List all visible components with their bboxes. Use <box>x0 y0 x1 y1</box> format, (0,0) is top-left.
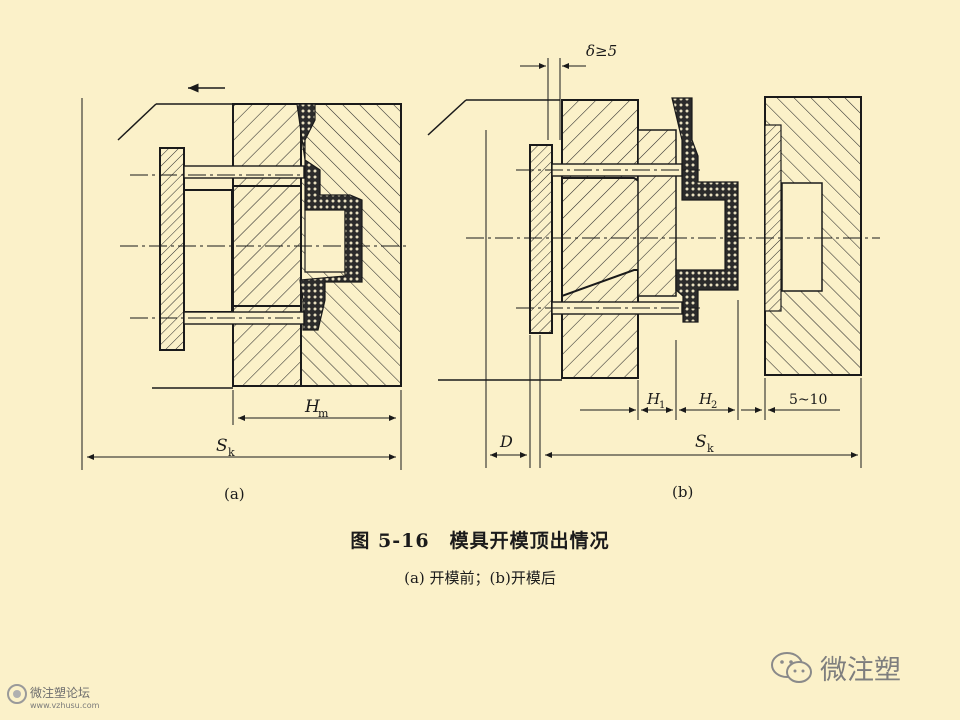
panel-b-label: (b) <box>672 483 693 501</box>
figure-subtitle: (a) 开模前；(b)开模后 <box>404 569 556 587</box>
panel-b-sk-sub: k <box>707 442 714 455</box>
panel-b-h2-letter: H <box>698 390 713 408</box>
panel-b-h1-letter: H <box>646 390 661 408</box>
panel-a-sk-sub: k <box>228 446 235 459</box>
forum-logo-icon <box>7 684 27 704</box>
panel-b-h2-sub: 2 <box>711 400 717 411</box>
forum-url: www.vzhusu.com <box>30 701 100 710</box>
wechat-icon <box>771 651 812 683</box>
brand-watermark-text: 微注塑 <box>820 655 901 686</box>
panel-a-label: (a) <box>224 485 245 503</box>
panel-b <box>427 58 880 468</box>
panel-a-sk-letter: S <box>216 436 228 456</box>
panel-a-hm-sub: m <box>318 407 329 420</box>
panel-a <box>81 83 410 470</box>
brand-watermark: 微注塑 <box>770 648 901 687</box>
panel-b-gap: 5~10 <box>789 392 827 408</box>
figure-title: 图 5-16 模具开模顶出情况 <box>350 530 610 552</box>
panel-b-d: D <box>499 432 513 451</box>
forum-watermark: 微注塑论坛 www.vzhusu.com <box>6 683 99 710</box>
panel-b-sk-letter: S <box>695 432 707 452</box>
panel-a-hm-letter: H <box>304 397 321 417</box>
forum-name: 微注塑论坛 <box>30 686 91 700</box>
panel-b-delta: δ≥5 <box>586 42 617 60</box>
panel-b-h1-sub: 1 <box>659 400 665 411</box>
